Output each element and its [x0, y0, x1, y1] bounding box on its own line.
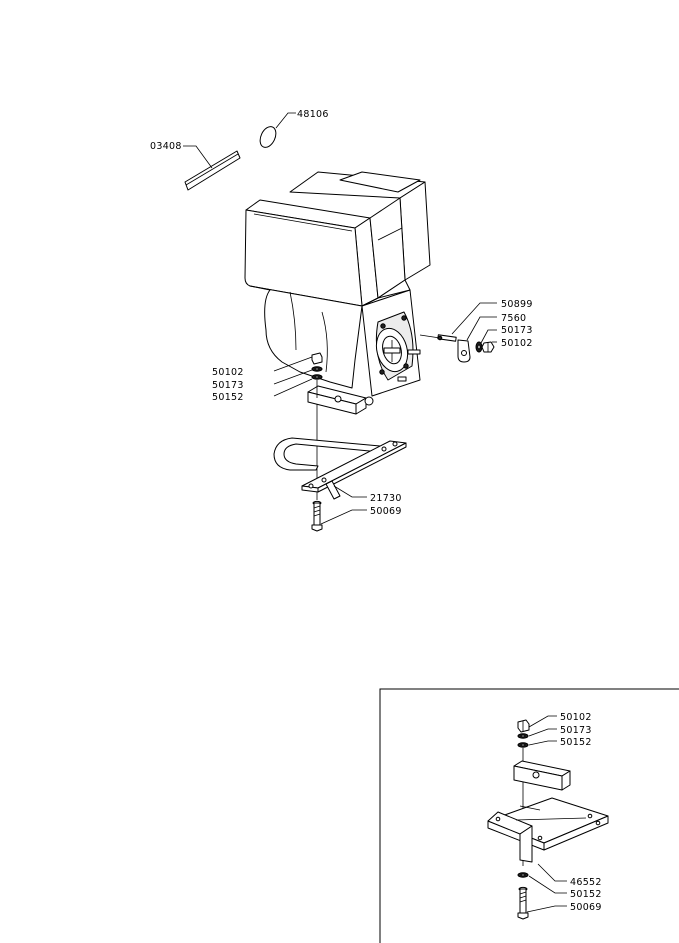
- label-left-flat-washer: 50152: [212, 392, 244, 403]
- label-cap: 48106: [297, 109, 329, 120]
- label-bolt: 50069: [370, 506, 402, 517]
- label-left-washer: 50173: [212, 380, 244, 391]
- inset-bottom-fastener: [517, 872, 529, 920]
- main-leader-lines: [183, 112, 497, 525]
- inset-leader-lines: [526, 715, 567, 913]
- inset-view: 50102 50173 50152 46552 50152 50069: [379, 688, 679, 943]
- label-clip: 7560: [501, 313, 526, 324]
- inset-label-nut: 50102: [560, 712, 592, 723]
- label-side-washer: 50173: [501, 325, 533, 336]
- inset-label-bolt: 50069: [570, 902, 602, 913]
- inset-label-flat-washer-top: 50152: [560, 737, 592, 748]
- inset-plate-part: [487, 797, 609, 863]
- label-decal: 03408: [150, 141, 182, 152]
- inset-label-flat-washer-bottom: 50152: [570, 889, 602, 900]
- inset-label-washer: 50173: [560, 725, 592, 736]
- label-left-nut: 50102: [212, 367, 244, 378]
- engine-assembly: [244, 171, 431, 415]
- main-exploded-view: 03408 48106 50899 7560 50173 50102 50102…: [150, 109, 533, 532]
- side-fastener-stack: [419, 334, 495, 363]
- bracket-part: [273, 437, 407, 500]
- decal-part: [184, 150, 241, 191]
- label-bracket: 21730: [370, 493, 402, 504]
- main-part-labels: 03408 48106 50899 7560 50173 50102 50102…: [150, 109, 533, 517]
- inset-label-plate: 46552: [570, 877, 602, 888]
- inset-spacer-block: [513, 760, 571, 791]
- left-fastener-stack: [311, 352, 323, 398]
- bolt-part: [311, 500, 323, 532]
- label-side-nut: 50102: [501, 338, 533, 349]
- inset-part-labels: 50102 50173 50152 46552 50152 50069: [560, 712, 602, 913]
- cap-part: [259, 126, 277, 148]
- label-pin: 50899: [501, 299, 533, 310]
- inset-frame: [379, 688, 679, 943]
